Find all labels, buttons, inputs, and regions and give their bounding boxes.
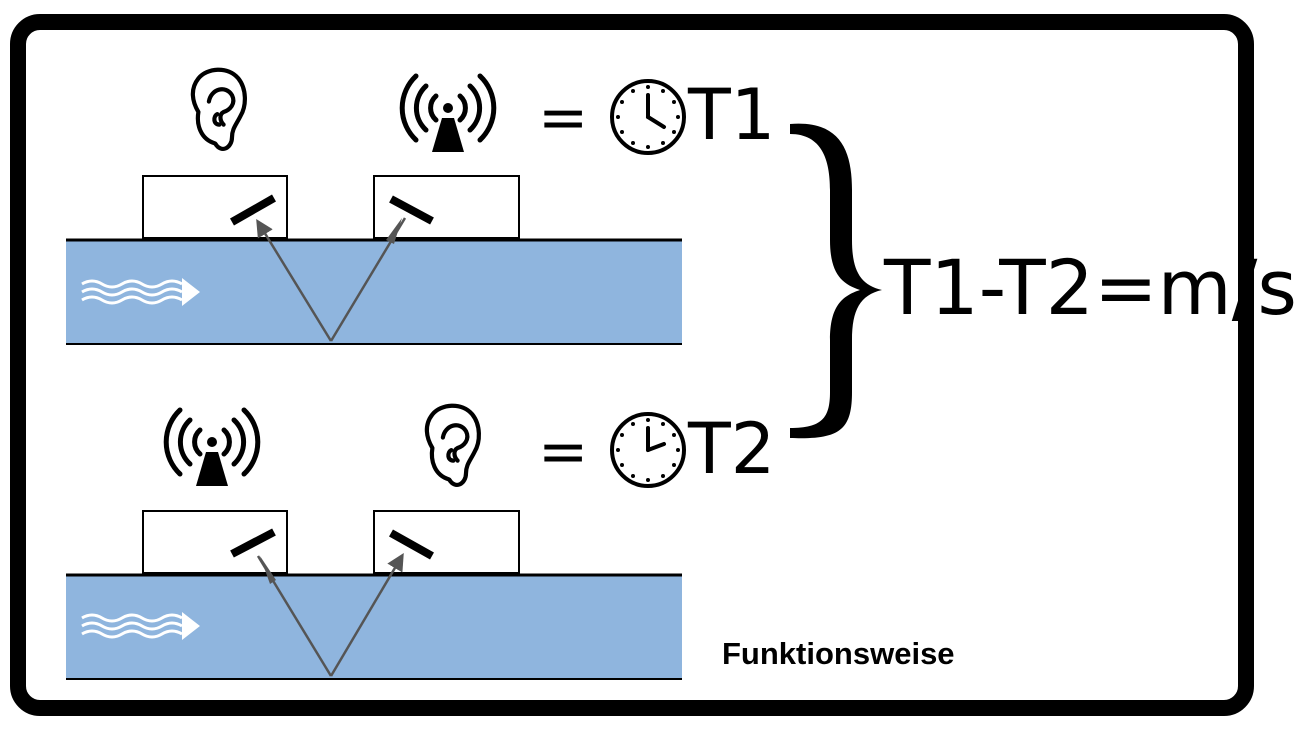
top-right-transducer	[389, 195, 434, 225]
top-equals-sign: =	[538, 83, 589, 153]
bottom-transmitter-icon	[166, 410, 258, 486]
top-clock-icon	[610, 79, 686, 155]
bottom-time-label: T2	[688, 408, 776, 490]
bottom-left-transducer	[230, 528, 276, 558]
bottom-ray-arrowhead-left	[260, 556, 276, 584]
diagram-canvas	[66, 0, 882, 680]
caption-text: Funktionsweise	[722, 636, 955, 671]
bottom-right-transducer	[389, 529, 434, 560]
top-water-pipe	[66, 240, 682, 344]
bottom-left-sensor-box	[142, 510, 288, 574]
top-ear-icon	[193, 70, 245, 149]
top-left-transducer	[230, 194, 276, 226]
bottom-ear-icon	[427, 406, 479, 485]
bottom-water-pipe	[66, 575, 682, 679]
top-ray-arrowhead-right	[386, 218, 402, 244]
curly-brace	[790, 123, 882, 439]
diagram-frame: = T1 = T2 T1-T2=m/s Funktionsweise	[10, 0, 1297, 716]
bottom-clock-icon	[610, 412, 686, 488]
top-time-label: T1	[688, 74, 776, 156]
top-ray-to-receiver	[256, 219, 333, 342]
top-transmitter-icon	[402, 76, 494, 152]
top-pipe-assembly	[66, 70, 682, 345]
bottom-pipe-assembly	[66, 406, 682, 680]
bottom-equals-sign: =	[538, 417, 589, 487]
formula-text: T1-T2=m/s	[884, 243, 1297, 332]
bottom-right-sensor-box	[373, 510, 520, 574]
bottom-ray-to-receiver	[329, 552, 404, 677]
